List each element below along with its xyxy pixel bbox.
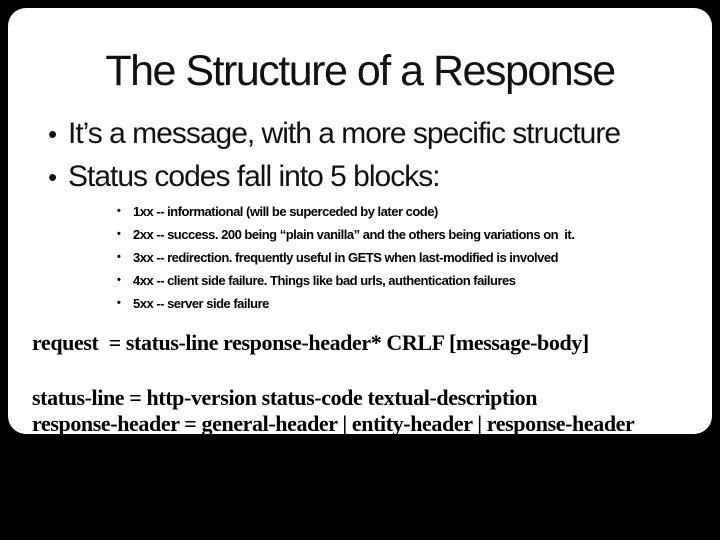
sub-bullet-text: 1xx -- informational (will be superceded… (133, 204, 438, 219)
bullet-icon: • (117, 297, 121, 309)
bullet-icon: • (117, 205, 121, 217)
sub-bullet-list: • 1xx -- informational (will be superced… (117, 200, 575, 315)
sub-bullet-item: • 5xx -- server side failure (117, 292, 574, 315)
sub-bullet-item: • 4xx -- client side failure. Things lik… (117, 269, 574, 292)
bullet-item: • Status codes fall into 5 blocks: (48, 159, 441, 195)
slide-title: The Structure of a Response (105, 47, 616, 95)
grammar-line-status-line: status-line = http-version status-code t… (32, 385, 538, 410)
bullet-text: Status codes fall into 5 blocks: (68, 160, 441, 193)
slide-canvas: The Structure of a Response • It’s a mes… (8, 8, 712, 436)
bullet-icon: • (48, 162, 58, 192)
bullet-item: • It’s a message, with a more specific s… (48, 116, 621, 152)
bullet-icon: • (117, 228, 121, 240)
sub-bullet-text: 5xx -- server side failure (133, 296, 269, 311)
sub-bullet-text: 2xx -- success. 200 being “plain vanilla… (133, 227, 575, 242)
bullet-icon: • (48, 119, 58, 149)
sub-bullet-item: • 1xx -- informational (will be superced… (117, 200, 574, 223)
sub-bullet-text: 3xx -- redirection. frequently useful in… (133, 250, 559, 265)
sub-bullet-item: • 2xx -- success. 200 being “plain vanil… (117, 223, 575, 246)
grammar-line-response-header: response-header = general-header | entit… (32, 411, 635, 436)
bullet-text: It’s a message, with a more specific str… (68, 117, 621, 150)
sub-bullet-item: • 3xx -- redirection. frequently useful … (117, 246, 574, 269)
sub-bullet-text: 4xx -- client side failure. Things like … (133, 273, 516, 288)
bullet-icon: • (117, 251, 121, 263)
grammar-line-request: request = status-line response-header* C… (32, 330, 589, 355)
bullet-icon: • (117, 274, 121, 286)
